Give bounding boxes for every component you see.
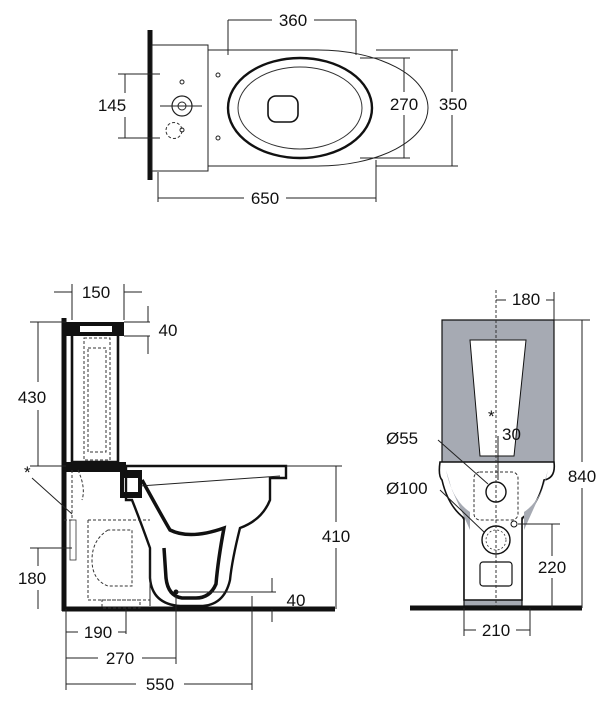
side-view-flush-valve (87, 347, 107, 453)
dim-30-asterisk: * (488, 407, 495, 426)
dim-650-label: 650 (251, 189, 279, 208)
top-view: 360 145 270 350 650 (98, 11, 467, 208)
side-view: 150 40 430 * 410 180 40 (18, 283, 350, 694)
dim-360-label: 360 (279, 11, 307, 30)
dim-270-label: 270 (390, 95, 418, 114)
front-view-small-hole (510, 520, 518, 528)
dim-430-label: 430 (18, 388, 46, 407)
side-view-asterisk-leader (31, 477, 73, 515)
dim-phi55-label: Ø55 (386, 429, 418, 448)
dim-550-label: 550 (146, 675, 174, 694)
top-view-bolt-hole-4 (215, 135, 221, 141)
dim-40-top-label: 40 (159, 321, 178, 340)
side-view-lid-button (80, 326, 112, 332)
top-view-bolt-hole-3 (215, 72, 221, 78)
dim-phi100-label: Ø100 (386, 479, 428, 498)
dim-220-label: 220 (538, 558, 566, 577)
side-view-cistern-inner (83, 337, 111, 461)
dim-190-label: 190 (84, 623, 112, 642)
dim-410-label: 410 (322, 527, 350, 546)
dim-145-label: 145 (98, 96, 126, 115)
dim-270b-label: 270 (106, 649, 134, 668)
top-view-dashed-fitting (165, 122, 183, 139)
side-view-rim-line (139, 475, 281, 487)
top-view-body-outline (151, 44, 429, 172)
dim-30-label: 30 (502, 425, 521, 444)
dim-phi55-leader (437, 439, 489, 485)
top-view-bolt-hole-1 (179, 79, 185, 85)
side-view-cistern-body (70, 336, 120, 464)
dim-40-bottom-label: 40 (287, 591, 306, 610)
dim-840-label: 840 (568, 467, 596, 486)
side-view-wall-fitting (69, 519, 77, 561)
dim-150-label: 150 (82, 283, 110, 302)
side-view-hidden-2 (87, 519, 150, 601)
dim-180-label: 180 (18, 569, 46, 588)
top-view-bowl-inner (237, 66, 363, 150)
side-view-hidden-3 (91, 529, 133, 587)
front-view-outlet-inner (485, 529, 507, 551)
top-view-drain (267, 95, 299, 123)
side-view-bowl-outline (124, 464, 288, 608)
side-view-hidden-4 (77, 469, 84, 501)
front-view-bowl-shade-left (446, 470, 470, 530)
front-view: 180 Ø55 * 30 Ø100 840 220 210 (386, 290, 596, 640)
side-view-trapway (140, 479, 227, 600)
side-view-joint (66, 462, 126, 472)
side-view-hidden-base (101, 599, 141, 609)
dim-phi100-leader (439, 489, 485, 533)
side-view-flush-inlet-hole (124, 478, 138, 492)
dim-350-label: 350 (439, 95, 467, 114)
top-view-bowl-rim (226, 56, 374, 160)
dim-f180-label: 180 (512, 290, 540, 309)
dim-210-label: 210 (482, 621, 510, 640)
side-view-asterisk: * (24, 463, 31, 482)
front-view-bowl-shade-right (524, 470, 548, 530)
front-view-cistern (469, 339, 527, 457)
